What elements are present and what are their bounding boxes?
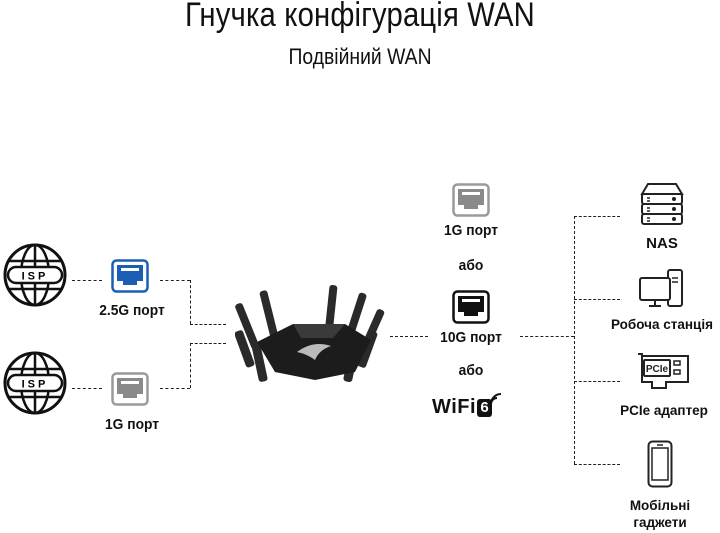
wifi-label: WiFi [432,396,477,418]
router-image [235,280,385,392]
device-label-mobile: Мобільні гаджети [629,498,691,530]
connector-line [574,216,620,217]
or-label: або [458,362,484,379]
connector-line [574,299,620,300]
isp-globe-icon: ISP [2,350,68,416]
page-title: Гнучка конфігурація WAN [185,0,535,34]
connector-line [190,343,191,388]
connector-line [520,336,574,337]
ethernet-port-2-5g-icon [111,259,149,293]
connector-line [190,343,226,344]
ethernet-port-10g-icon [452,290,490,324]
connector-line [390,336,428,337]
svg-text:ISP: ISP [22,379,49,391]
wifi-version: 6 [477,399,493,417]
ethernet-port-1g-icon [111,372,149,406]
or-label: або [458,257,484,274]
ethernet-port-1g-icon [452,183,490,217]
pcie-adapter-icon: PCIe [636,352,692,392]
page-subtitle: Подвійний WAN [288,44,432,69]
device-label-nas: NAS [646,235,678,252]
connector-line [574,216,575,464]
isp-globe-icon: ISP [2,242,68,308]
connector-line [190,324,226,325]
port-label-2-5g: 2.5G порт [99,302,165,319]
device-label-pcie: PCIe адаптер [620,403,708,418]
wifi6-logo: WiFi 6 [432,391,502,419]
connector-line [160,388,190,389]
device-label-workstation: Робоча станція [611,317,713,332]
mobile-phone-icon [647,440,673,488]
port-label-1g-lan: 1G порт [443,222,499,239]
wifi-signal-icon [490,393,502,405]
connector-line [190,280,191,324]
connector-line [72,388,102,389]
connector-line [574,464,620,465]
svg-text:ISP: ISP [22,271,49,283]
port-label-10g: 10G порт [440,329,502,346]
nas-icon [640,182,684,226]
connector-line [160,280,190,281]
connector-line [72,280,102,281]
connector-line [574,381,620,382]
svg-text:PCIe: PCIe [646,364,669,375]
port-label-1g-wan: 1G порт [104,416,160,433]
workstation-icon [638,268,686,308]
